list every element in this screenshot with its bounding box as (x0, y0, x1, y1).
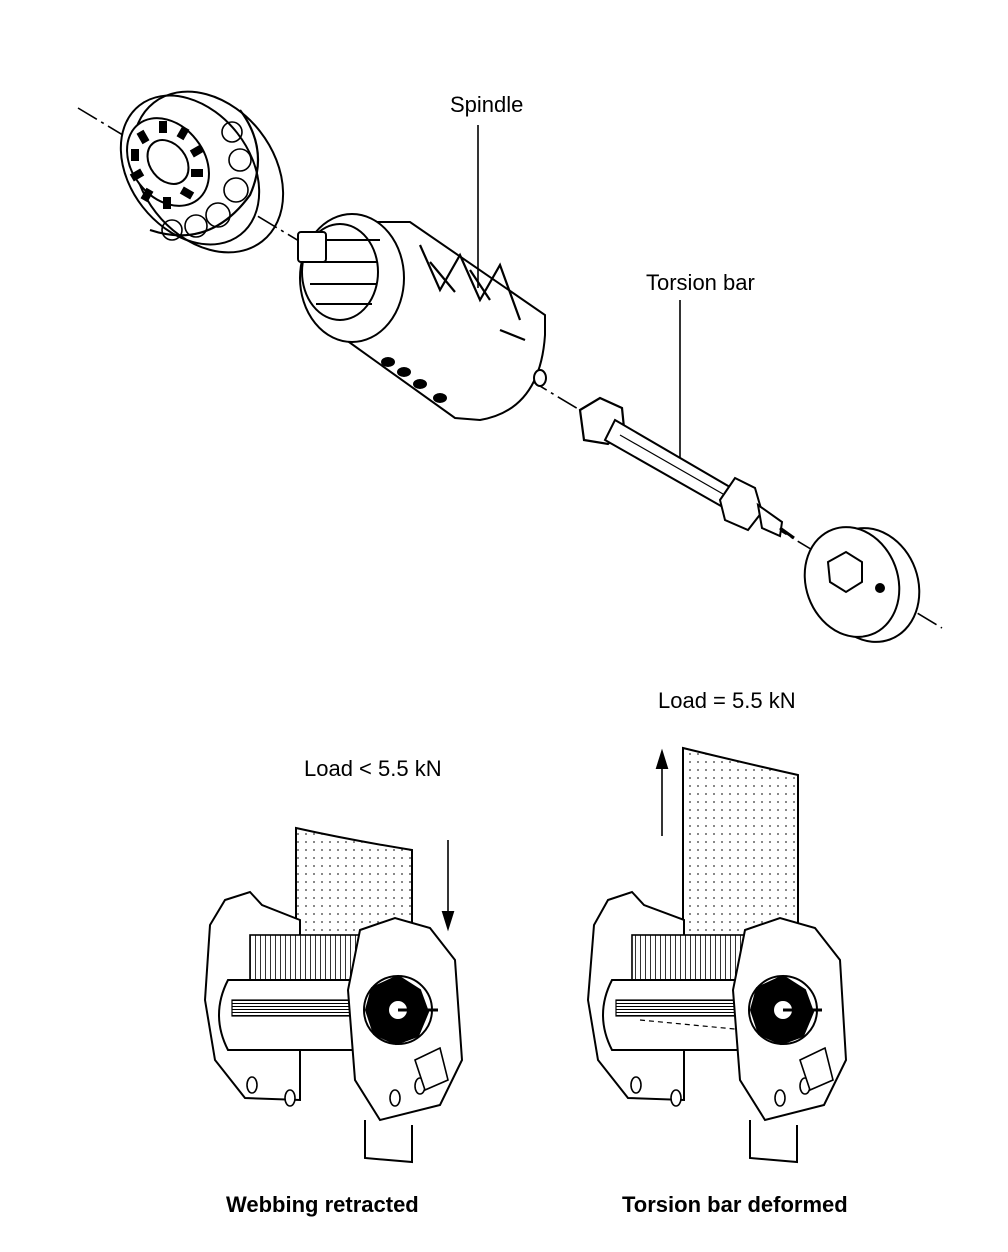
load-less-label: Load < 5.5 kN (304, 756, 442, 781)
bearing-ring (119, 90, 285, 254)
end-cap-disc (803, 526, 921, 643)
caption-webbing-retracted: Webbing retracted (226, 1192, 419, 1217)
ratchet-wheel-deformed (748, 974, 822, 1046)
spindle-drum (297, 213, 547, 422)
assembly-webbing-retracted (203, 826, 464, 1164)
torsion-bar (578, 396, 795, 540)
webbing-strap-right (682, 746, 799, 962)
assembly-torsion-bar-deformed (586, 746, 848, 1164)
caption-torsion-bar-deformed: Torsion bar deformed (622, 1192, 848, 1217)
load-equal-label: Load = 5.5 kN (658, 688, 796, 713)
torsion-bar-label: Torsion bar (646, 270, 755, 295)
spindle-label: Spindle (450, 92, 524, 117)
ratchet-wheel (363, 974, 438, 1046)
exploded-view (77, 90, 943, 643)
